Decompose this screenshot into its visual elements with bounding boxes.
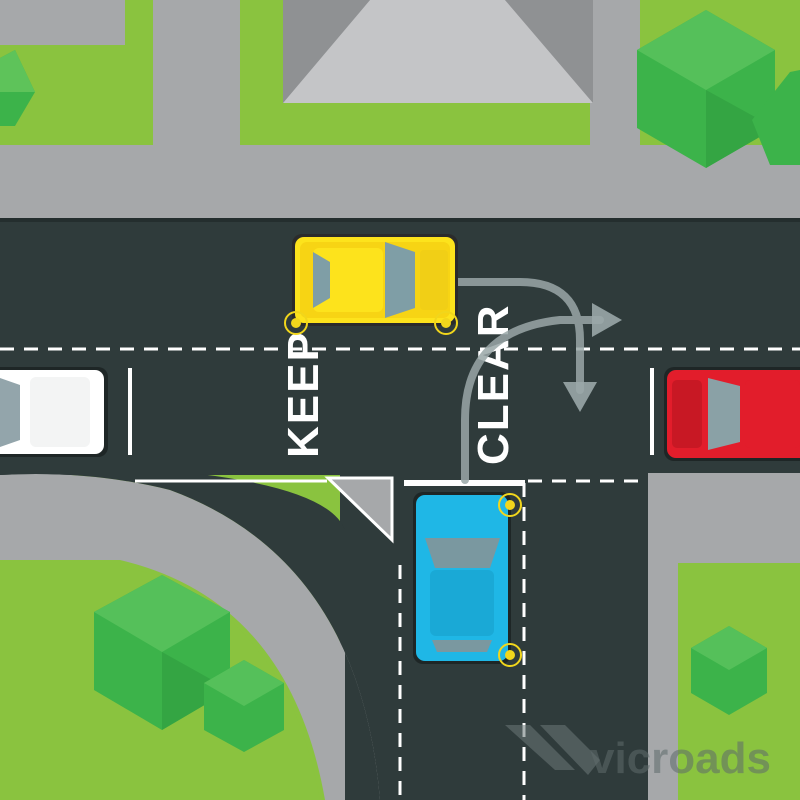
driveway-top-right — [590, 0, 640, 150]
indicator-light-icon — [284, 311, 308, 335]
tree-icon — [691, 626, 767, 715]
footpath-corner-left — [0, 474, 380, 800]
car-icon-red — [664, 367, 800, 461]
tree-icon — [0, 50, 35, 126]
tree-icon — [752, 70, 800, 165]
vicroads-logo-icon — [505, 725, 600, 775]
footpath-top — [0, 145, 800, 220]
road-edge-top — [0, 218, 800, 222]
clear-marking: CLEAR — [469, 303, 518, 465]
indicator-light-icon — [498, 643, 522, 667]
turn-arrow-head-right — [592, 303, 622, 337]
building-top-left — [0, 0, 125, 45]
indicator-light-icon — [498, 493, 522, 517]
keep-marking: KEEP — [279, 330, 328, 458]
indicator-light-icon — [434, 311, 458, 335]
traffic-island — [324, 476, 394, 544]
car-icon-blue — [413, 492, 511, 664]
tree-icon — [637, 10, 775, 168]
turn-arrow-head-down — [563, 382, 597, 412]
brand-watermark: vicroads — [590, 734, 771, 783]
house-roof-icon — [283, 0, 593, 103]
driveway-top-left — [153, 0, 240, 150]
road-corner-fill — [0, 474, 380, 800]
tree-icon — [204, 660, 284, 752]
tree-icon — [94, 575, 230, 730]
car-icon-yellow — [292, 234, 458, 326]
car-icon-white — [0, 367, 108, 457]
turn-arrow-icon — [454, 278, 604, 484]
footpath-bottom-right-vertical — [648, 473, 678, 800]
